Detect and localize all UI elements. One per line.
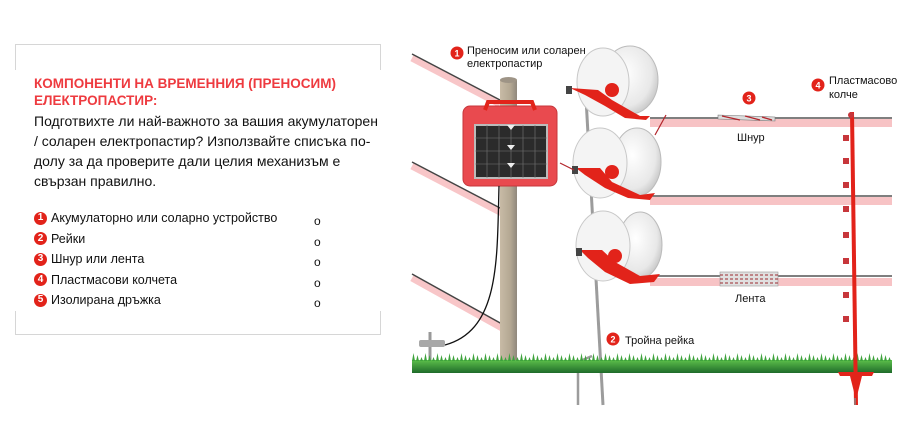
tape-segment	[719, 271, 779, 287]
callout-label: електропастир	[467, 58, 542, 70]
callout-label: Преносим или соларен	[467, 45, 586, 57]
reel-bottom	[575, 210, 663, 284]
number-badge	[606, 332, 620, 346]
panel-frame-top	[15, 44, 381, 70]
check-marker: o	[314, 275, 321, 290]
callout-4: 4 Пластмасово колче	[811, 75, 897, 101]
tape-label: Лента	[735, 293, 766, 305]
number-badge: 5	[34, 293, 47, 307]
ground-lead-wire	[444, 185, 500, 346]
checklist-item: 5 Изолирана дръжка o	[34, 290, 334, 311]
plastic-stake	[838, 111, 874, 406]
callout-1: 1 Преносим или соларен електропастир	[450, 45, 586, 70]
number-badge: 2	[34, 232, 47, 246]
checklist-item: 3 Шнур или лента o	[34, 249, 334, 270]
reel-top	[566, 45, 659, 120]
callout-label: Шнур	[737, 132, 765, 144]
callout-number: 2	[610, 335, 615, 345]
number-badge	[742, 91, 756, 105]
callout-label: колче	[829, 89, 858, 101]
callout-number: 4	[815, 81, 820, 91]
check-marker: o	[314, 214, 321, 228]
checklist-item-label: Рейки	[51, 231, 86, 246]
checklist-item-label: Шнур или лента	[51, 252, 145, 267]
cord-segment	[717, 114, 776, 122]
grass-strip	[412, 353, 892, 373]
checklist-item-label: Пластмасови колчета	[51, 272, 178, 287]
check-marker: o	[314, 255, 321, 269]
checklist-item-label: Изолирана дръжка	[51, 293, 161, 308]
check-marker: o	[314, 234, 321, 249]
callout-2: 2 Тройна рейка	[606, 332, 695, 347]
callout-3: 3 Шнур	[737, 91, 765, 144]
number-badge	[811, 78, 825, 92]
number-badge	[450, 46, 464, 60]
number-badge: 1	[34, 211, 47, 225]
diagonal-wires	[410, 53, 504, 332]
checklist-item: 2 Рейки o	[34, 229, 334, 250]
panel-frame-bottom	[15, 311, 381, 335]
number-badge: 4	[34, 273, 47, 287]
checklist-item-label: Акумулаторно или соларно устройство	[51, 211, 278, 226]
checklist-item: 4 Пластмасови колчета o	[34, 270, 334, 291]
callout-label: Пластмасово	[829, 75, 897, 87]
reel-middle	[572, 127, 662, 200]
number-badge: 3	[34, 252, 47, 266]
panel-heading: КОМПОНЕНТИ НА ВРЕМЕННИЯ (ПРЕНОСИМ) ЕЛЕКТ…	[34, 76, 336, 108]
checklist-item: 1 Акумулаторно или соларно устройство o	[34, 208, 334, 229]
callout-number: 3	[746, 94, 751, 104]
check-marker: o	[314, 296, 321, 310]
callout-number: 1	[454, 49, 459, 59]
solar-energizer	[462, 100, 558, 187]
panel-intro: Подготвихте ли най-важното за вашия акум…	[34, 113, 378, 189]
component-checklist: 1 Акумулаторно или соларно устройство o …	[34, 208, 334, 311]
callout-label: Тройна рейка	[625, 335, 695, 347]
